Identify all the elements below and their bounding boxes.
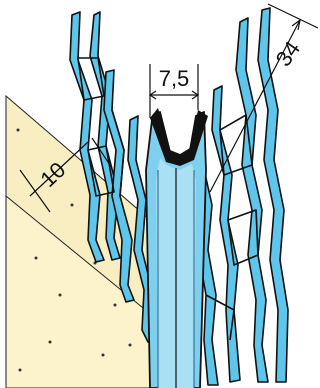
- plaster-texture: [16, 128, 132, 372]
- mesh-width-dimension: [19, 137, 113, 213]
- left-mesh-wing: [69, 11, 157, 343]
- gap-dimension-label: 7,5: [159, 66, 190, 91]
- depth-dimension: [209, 3, 319, 193]
- wall-base-area: [5, 194, 161, 388]
- right-mesh-wing: [191, 7, 289, 386]
- profile-nose-cap: [150, 108, 208, 166]
- gap-dimension: [148, 64, 200, 118]
